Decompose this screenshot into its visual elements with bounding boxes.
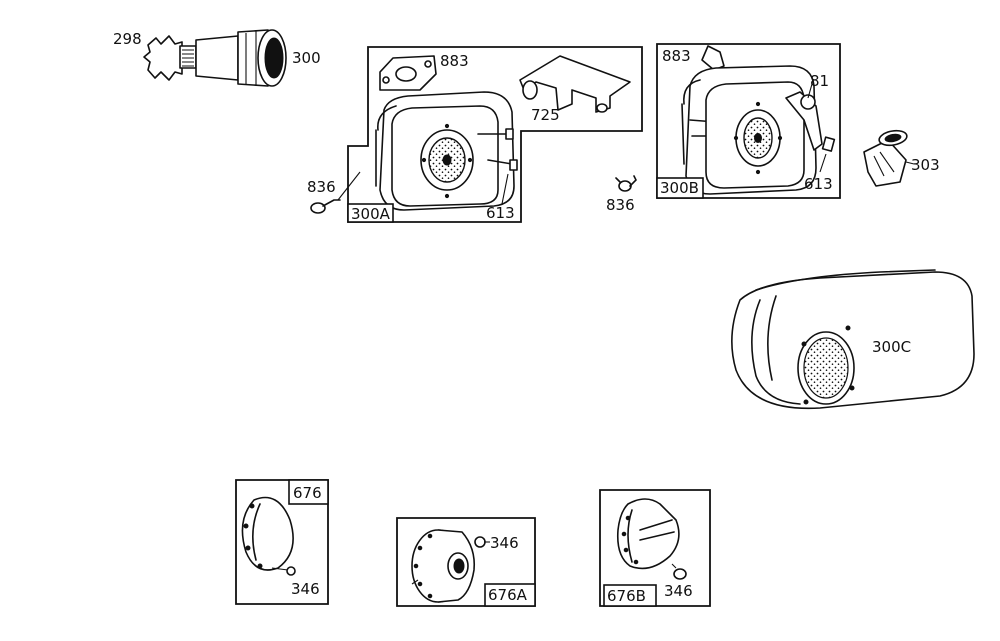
part-300B-frame xyxy=(656,43,841,199)
part-300A-frame xyxy=(347,46,643,223)
label-81: 81 xyxy=(810,72,829,90)
label-346-b: 346 xyxy=(490,534,519,552)
label-613-b: 613 xyxy=(804,175,833,193)
label-836-a: 836 xyxy=(307,178,336,196)
label-676: 676 xyxy=(293,484,322,502)
tag-676A xyxy=(484,583,536,607)
part-300-filter-assembly: 298 300 xyxy=(113,29,321,87)
part-300A-group: 883 725 613 300A xyxy=(347,46,643,223)
label-300A: 300A xyxy=(351,205,391,223)
label-300B: 300B xyxy=(660,179,699,197)
part-676B-frame xyxy=(599,489,711,607)
part-836-screw-a: 836 xyxy=(307,171,361,214)
part-676-group: 676 346 xyxy=(235,479,329,605)
label-300: 300 xyxy=(292,49,321,67)
part-883-gasket-b xyxy=(701,45,725,71)
tag-676B xyxy=(603,584,657,607)
label-725: 725 xyxy=(531,106,560,124)
label-303: 303 xyxy=(911,156,940,174)
part-303-elbow: 303 xyxy=(863,129,940,187)
part-300-body xyxy=(195,35,239,81)
label-676A: 676A xyxy=(488,586,528,604)
label-613-a: 613 xyxy=(486,204,515,222)
part-676B-group: 346 676B xyxy=(599,489,711,607)
part-725-bracket xyxy=(519,55,631,113)
label-883-b: 883 xyxy=(662,47,691,65)
label-298: 298 xyxy=(113,30,142,48)
label-346-c: 346 xyxy=(664,582,693,600)
label-346-a: 346 xyxy=(291,580,320,598)
part-298-stem xyxy=(179,45,197,69)
part-300B-group: 883 81 613 300B xyxy=(656,43,841,199)
label-300C: 300C xyxy=(872,338,911,356)
part-298-wing-nut xyxy=(143,35,183,81)
label-836-b: 836 xyxy=(606,196,635,214)
tag-676 xyxy=(288,479,329,505)
part-676A-group: 346 676A xyxy=(396,517,536,607)
tag-300A xyxy=(347,203,394,223)
label-883-a: 883 xyxy=(440,52,469,70)
part-836-screw-b: 836 xyxy=(606,175,637,214)
tag-300B xyxy=(656,177,704,199)
label-676B: 676B xyxy=(607,587,646,605)
part-300C-muffler: 300C xyxy=(731,269,975,410)
